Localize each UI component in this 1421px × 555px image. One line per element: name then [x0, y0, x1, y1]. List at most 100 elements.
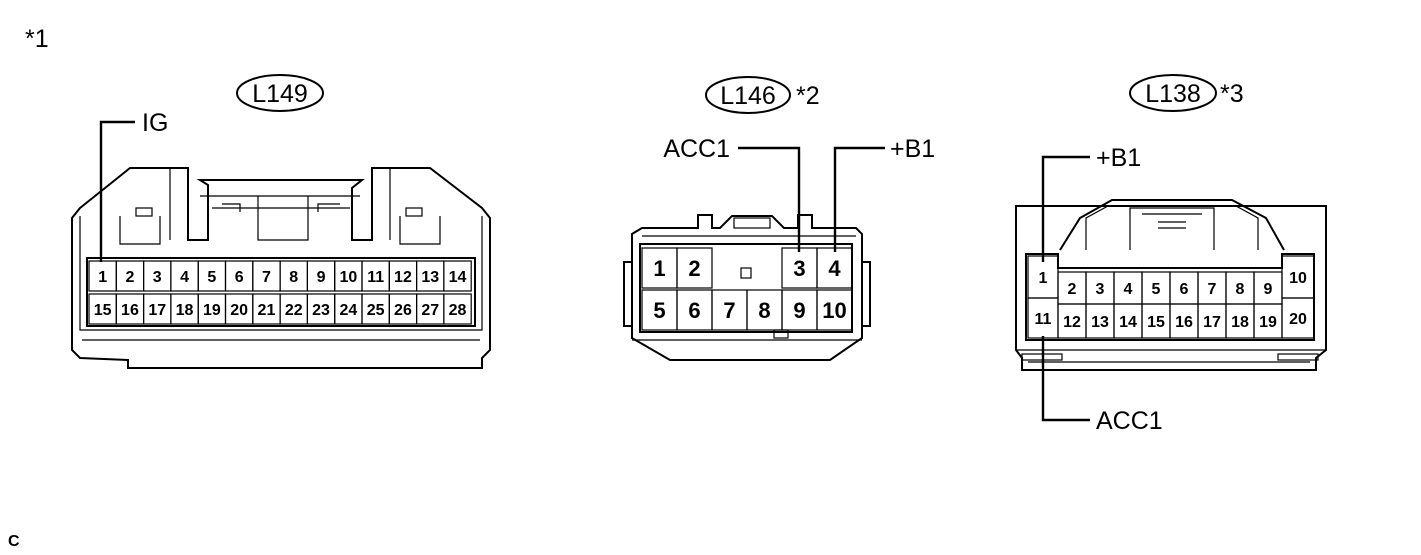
pin-number: 23: [312, 302, 330, 319]
pin-number: 2: [125, 269, 134, 286]
pin-number: 10: [1289, 270, 1307, 287]
pin-number: 7: [1208, 281, 1217, 298]
pin-number: 13: [1091, 314, 1109, 331]
pin-number: 14: [1119, 314, 1137, 331]
pin-number: 1: [1039, 270, 1048, 287]
pin-number: 22: [285, 302, 303, 319]
callout-label: +B1: [1096, 144, 1141, 172]
pin-number: 11: [1035, 311, 1052, 328]
side-rib: [862, 261, 871, 327]
pin-number: 8: [758, 298, 770, 323]
pin-number: 13: [421, 269, 439, 286]
latch-detail: [1085, 205, 1259, 250]
side-rib: [623, 261, 632, 327]
pin-number: 4: [180, 269, 189, 286]
housing-top-cover: [1059, 199, 1285, 251]
connector-housing: [1015, 205, 1327, 371]
pin-number: 5: [207, 269, 216, 286]
lock-tab: [405, 207, 423, 217]
connector-id-oval: [705, 76, 791, 114]
pin-number: 7: [723, 298, 735, 323]
connector-id-oval: [1129, 74, 1217, 112]
pin-number: 4: [828, 256, 841, 281]
callout-line: [833, 146, 885, 252]
pin-number: 8: [1236, 281, 1245, 298]
connector-housing: [71, 167, 491, 369]
callout-line: [1041, 336, 1090, 422]
pin-number: 9: [317, 269, 326, 286]
pin-number: 3: [1096, 281, 1105, 298]
callout-line: [99, 120, 135, 262]
pin-number: 27: [421, 302, 439, 319]
pin-number: 12: [394, 269, 412, 286]
connector-note: *2: [796, 82, 820, 110]
pin-number: 19: [1259, 314, 1277, 331]
pin-number: 5: [653, 298, 665, 323]
callout-label: ACC1: [1096, 407, 1163, 435]
pin-number: 4: [1124, 281, 1133, 298]
housing-inner-line: [119, 216, 441, 245]
latch-detail: [222, 203, 340, 212]
pin-number: 1: [653, 256, 665, 281]
pin-number: 10: [339, 269, 357, 286]
pin-number: 8: [289, 269, 298, 286]
pin-number: 17: [1203, 314, 1221, 331]
pin-number: 21: [258, 302, 276, 319]
pin-number: 6: [235, 269, 244, 286]
pin-number: 16: [121, 302, 139, 319]
pin-number: 19: [203, 302, 221, 319]
figure-note: *1: [25, 25, 49, 53]
pin-number: 3: [793, 256, 805, 281]
pin-number: 20: [1289, 311, 1307, 328]
callout-line: [738, 146, 801, 252]
pin-number: 18: [176, 302, 194, 319]
pin-number: 9: [793, 298, 805, 323]
pin-cavity: [676, 247, 713, 289]
pin-number: 26: [394, 302, 412, 319]
pin-cavity: [1281, 297, 1315, 339]
pin-number: 16: [1175, 314, 1193, 331]
pin-number: 3: [153, 269, 162, 286]
pin-number: 24: [339, 302, 357, 319]
polarity-key: [773, 329, 789, 339]
pin-number: 12: [1063, 314, 1081, 331]
pin-number: 6: [688, 298, 700, 323]
pin-number: 15: [94, 302, 112, 319]
pin-number: 5: [1152, 281, 1161, 298]
corner-code: C: [8, 533, 20, 550]
pin-number: 25: [367, 302, 385, 319]
latch-detail: [200, 195, 360, 241]
latch-detail: [169, 168, 391, 240]
pin-number: 10: [822, 298, 846, 323]
pin-number: 7: [262, 269, 271, 286]
connector-note: *3: [1220, 80, 1244, 108]
pin-number: 14: [449, 269, 467, 286]
pin-number: 17: [148, 302, 166, 319]
latch-detail: [1142, 213, 1202, 229]
pin-number: 15: [1147, 314, 1165, 331]
latch-detail: [733, 217, 771, 229]
lock-tab: [1277, 353, 1319, 361]
connector-id: L149: [252, 80, 308, 108]
pin-number: 18: [1231, 314, 1249, 331]
housing-inner-line: [1016, 349, 1326, 363]
lock-tab: [135, 207, 153, 217]
connector-id-oval: [236, 74, 324, 112]
pin-number: 20: [230, 302, 248, 319]
pin-number: 2: [688, 256, 700, 281]
pin-number: 6: [1180, 281, 1189, 298]
pin-number: 28: [449, 302, 467, 319]
callout-label: +B1: [890, 135, 935, 163]
connector-id: L146: [720, 82, 776, 110]
pin-cavity: [816, 289, 853, 331]
callout-line: [1041, 155, 1090, 262]
pin-number: 2: [1068, 281, 1077, 298]
callout-label: ACC1: [663, 135, 730, 163]
